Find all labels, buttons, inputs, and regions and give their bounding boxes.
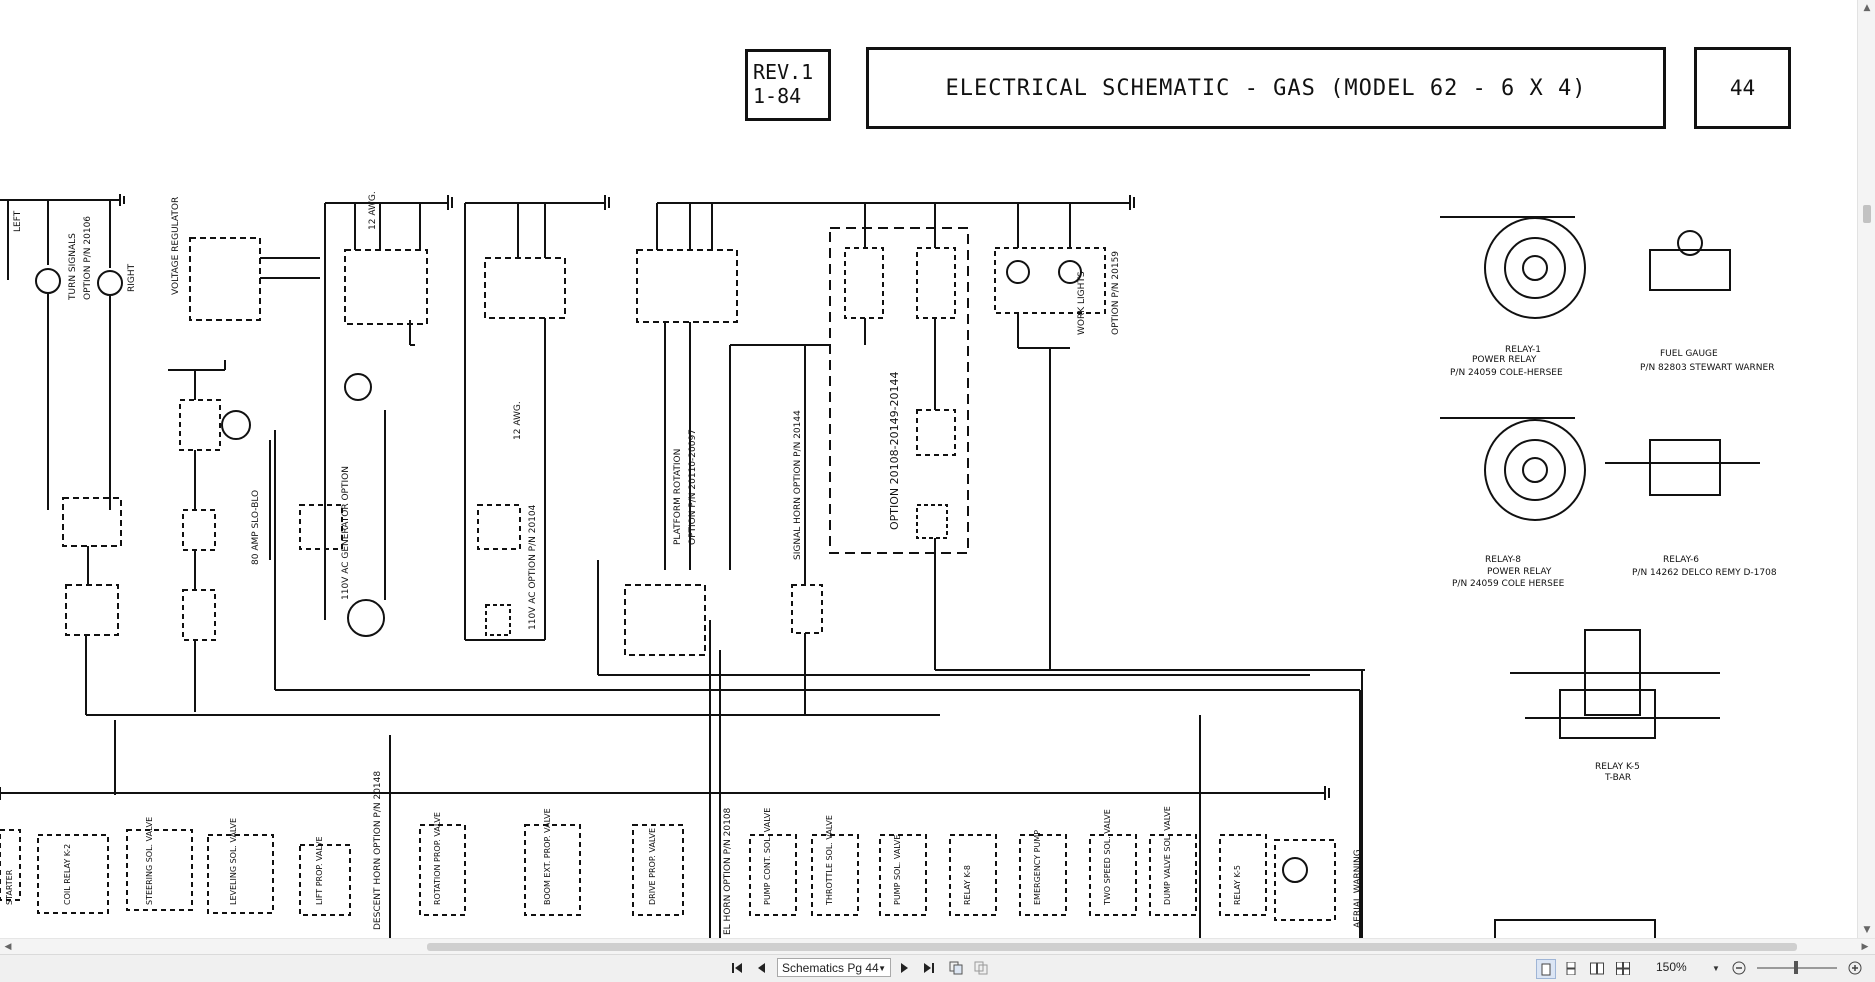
revision-date: 1-84 bbox=[753, 84, 802, 108]
bottom-component-label: PUMP CONT. SOL. VALVE bbox=[763, 808, 772, 905]
copy-icon[interactable] bbox=[947, 959, 965, 977]
first-page-icon[interactable] bbox=[728, 959, 746, 977]
svg-text:RELAY-8: RELAY-8 bbox=[1485, 555, 1521, 565]
svg-text:P/N 82803 STEWART WARNER: P/N 82803 STEWART WARNER bbox=[1640, 363, 1774, 373]
svg-text:POWER RELAY: POWER RELAY bbox=[1472, 355, 1537, 365]
top-ground-buses bbox=[0, 194, 1135, 371]
zoom-level[interactable]: 150% bbox=[1656, 960, 1687, 974]
scroll-right-icon[interactable]: ▶ bbox=[1861, 942, 1869, 952]
svg-text:POWER RELAY: POWER RELAY bbox=[1487, 567, 1552, 577]
bottom-component-label: EMERGENCY PUMP bbox=[1033, 830, 1042, 905]
two-page-view-icon[interactable] bbox=[1588, 959, 1606, 977]
horizontal-scrollbar[interactable]: ◀ ▶ bbox=[0, 938, 1875, 955]
zoom-dropdown-icon[interactable]: ▼ bbox=[1712, 963, 1720, 973]
svg-text:T-BAR: T-BAR bbox=[1604, 773, 1631, 783]
document-viewer[interactable]: REV.1 1-84 ELECTRICAL SCHEMATIC - GAS (M… bbox=[0, 0, 1857, 938]
last-page-icon[interactable] bbox=[920, 959, 938, 977]
svg-text:PLATFORM ROTATION: PLATFORM ROTATION bbox=[673, 449, 683, 545]
svg-text:P/N 24059 COLE HERSEE: P/N 24059 COLE HERSEE bbox=[1452, 579, 1565, 589]
bottom-component-label: LIFT PROP. VALVE bbox=[315, 836, 324, 905]
svg-text:OPTION P/N 20106: OPTION P/N 20106 bbox=[83, 216, 93, 300]
bottom-component-label: PUMP SOL. VALVE bbox=[893, 835, 902, 905]
svg-text:110V AC GENERATOR OPTION: 110V AC GENERATOR OPTION bbox=[341, 466, 351, 600]
bottom-component-labels: STARTER COIL RELAY K-2 STEERING SOL. VALVE… bbox=[5, 806, 1242, 906]
zoom-out-icon[interactable] bbox=[1730, 959, 1748, 977]
svg-text:OPTION 20108-20149-20144: OPTION 20108-20149-20144 bbox=[888, 371, 901, 530]
page-number: 44 bbox=[1729, 76, 1756, 100]
single-page-view-icon[interactable] bbox=[1536, 959, 1556, 979]
horn-relay-option-box bbox=[829, 203, 1365, 938]
svg-text:12 AWG.: 12 AWG. bbox=[368, 191, 378, 230]
bottom-component-label: STEERING SOL. VALVE bbox=[145, 817, 154, 905]
svg-text:RIGHT: RIGHT bbox=[127, 263, 137, 292]
platform-rotation-circuit bbox=[597, 203, 1310, 938]
revision-box: REV.1 1-84 bbox=[745, 49, 831, 121]
relay-illustrations bbox=[1440, 216, 1760, 938]
bottom-component-label: DRIVE PROP. VALVE bbox=[648, 828, 657, 905]
zoom-slider-handle[interactable] bbox=[1794, 961, 1798, 974]
scroll-up-icon[interactable]: ▲ bbox=[1863, 3, 1871, 13]
bottom-component-label: RELAY K-5 bbox=[1233, 865, 1242, 905]
page-selector-value: Schematics Pg 44 bbox=[782, 961, 879, 975]
svg-text:OPTION P/N 20110-20097: OPTION P/N 20110-20097 bbox=[688, 429, 698, 545]
prev-page-icon[interactable] bbox=[752, 959, 770, 977]
scroll-left-icon[interactable]: ◀ bbox=[4, 942, 12, 952]
svg-text:EL HORN OPTION P/N 20108: EL HORN OPTION P/N 20108 bbox=[723, 807, 733, 935]
svg-text:RELAY-6: RELAY-6 bbox=[1663, 555, 1699, 565]
bottom-component-label: RELAY K-8 bbox=[963, 865, 972, 905]
bottom-component-label: LEVELING SOL. VALVE bbox=[229, 818, 238, 905]
continuous-view-icon[interactable] bbox=[1562, 959, 1580, 977]
svg-text:P/N 14262 DELCO REMY D-1708: P/N 14262 DELCO REMY D-1708 bbox=[1632, 568, 1777, 578]
svg-text:RELAY-1: RELAY-1 bbox=[1505, 345, 1541, 355]
svg-text:12 AWG.: 12 AWG. bbox=[513, 401, 523, 440]
paste-icon[interactable] bbox=[972, 959, 990, 977]
schematic-text: LEFT TURN SIGNALS OPTION P/N 20106 RIGHT… bbox=[13, 191, 1777, 935]
bottom-component-label: DUMP VALVE SOL. VALVE bbox=[1163, 806, 1172, 905]
bottom-component-label: BOOM EXT. PROP. VALVE bbox=[543, 808, 552, 905]
bottom-component-label: THROTTLE SOL. VALVE bbox=[825, 815, 834, 906]
svg-text:DESCENT HORN OPTION P/N 20148: DESCENT HORN OPTION P/N 20148 bbox=[373, 771, 383, 930]
signal-horn-circuit bbox=[791, 345, 823, 715]
svg-text:OPTION P/N 20159: OPTION P/N 20159 bbox=[1111, 251, 1121, 335]
svg-text:TURN SIGNALS: TURN SIGNALS bbox=[68, 233, 78, 301]
zoom-in-icon[interactable] bbox=[1846, 959, 1864, 977]
voltage-regulator-circuit bbox=[179, 237, 1360, 712]
svg-text:P/N 24059 COLE-HERSEE: P/N 24059 COLE-HERSEE bbox=[1450, 368, 1563, 378]
electrical-schematic: LEFT TURN SIGNALS OPTION P/N 20106 RIGHT… bbox=[0, 191, 1777, 938]
bottom-component-label: STARTER bbox=[5, 869, 14, 905]
turn-signal-circuit bbox=[7, 200, 940, 795]
svg-text:VOLTAGE REGULATOR: VOLTAGE REGULATOR bbox=[171, 197, 181, 295]
viewer-toolbar: Schematics Pg 44 ▼ 150% ▼ bbox=[0, 954, 1875, 982]
scroll-down-icon[interactable]: ▼ bbox=[1863, 925, 1871, 935]
page-selector[interactable]: Schematics Pg 44 ▼ bbox=[777, 958, 891, 977]
svg-text:AERIAL WARNING: AERIAL WARNING bbox=[1353, 849, 1363, 928]
chevron-down-icon: ▼ bbox=[878, 964, 886, 973]
svg-text:RELAY K-5: RELAY K-5 bbox=[1595, 762, 1640, 772]
title-box: ELECTRICAL SCHEMATIC - GAS (MODEL 62 - 6… bbox=[866, 47, 1666, 129]
bottom-component-label: ROTATION PROP. VALVE bbox=[433, 812, 442, 905]
horizontal-scroll-thumb[interactable] bbox=[427, 943, 1797, 951]
svg-text:80 AMP SLO-BLO: 80 AMP SLO-BLO bbox=[251, 490, 261, 565]
svg-text:110V AC OPTION P/N 20104: 110V AC OPTION P/N 20104 bbox=[528, 504, 538, 630]
bottom-component-label: TWO SPEED SOL. VALVE bbox=[1103, 809, 1112, 906]
vertical-scrollbar[interactable]: ▲ ▼ bbox=[1857, 0, 1875, 938]
vertical-scroll-thumb[interactable] bbox=[1863, 205, 1871, 223]
svg-text:LEFT: LEFT bbox=[13, 210, 23, 232]
schematic-title: ELECTRICAL SCHEMATIC - GAS (MODEL 62 - 6… bbox=[945, 75, 1587, 101]
svg-text:FUEL GAUGE: FUEL GAUGE bbox=[1660, 349, 1718, 359]
bottom-component-label: COIL RELAY K-2 bbox=[63, 844, 72, 905]
page-number-box: 44 bbox=[1694, 47, 1791, 129]
svg-text:WORK LIGHTS: WORK LIGHTS bbox=[1077, 271, 1087, 335]
next-page-icon[interactable] bbox=[896, 959, 914, 977]
ac-generator-circuit bbox=[299, 203, 428, 637]
two-page-continuous-icon[interactable] bbox=[1614, 959, 1632, 977]
ac-option-circuit bbox=[464, 203, 566, 641]
work-lights-circuit bbox=[994, 203, 1106, 670]
revision-number: REV.1 bbox=[753, 60, 814, 84]
bottom-components bbox=[0, 824, 1336, 921]
bottom-bus bbox=[0, 690, 1361, 938]
svg-text:SIGNAL HORN OPTION P/N 20144: SIGNAL HORN OPTION P/N 20144 bbox=[793, 410, 803, 560]
